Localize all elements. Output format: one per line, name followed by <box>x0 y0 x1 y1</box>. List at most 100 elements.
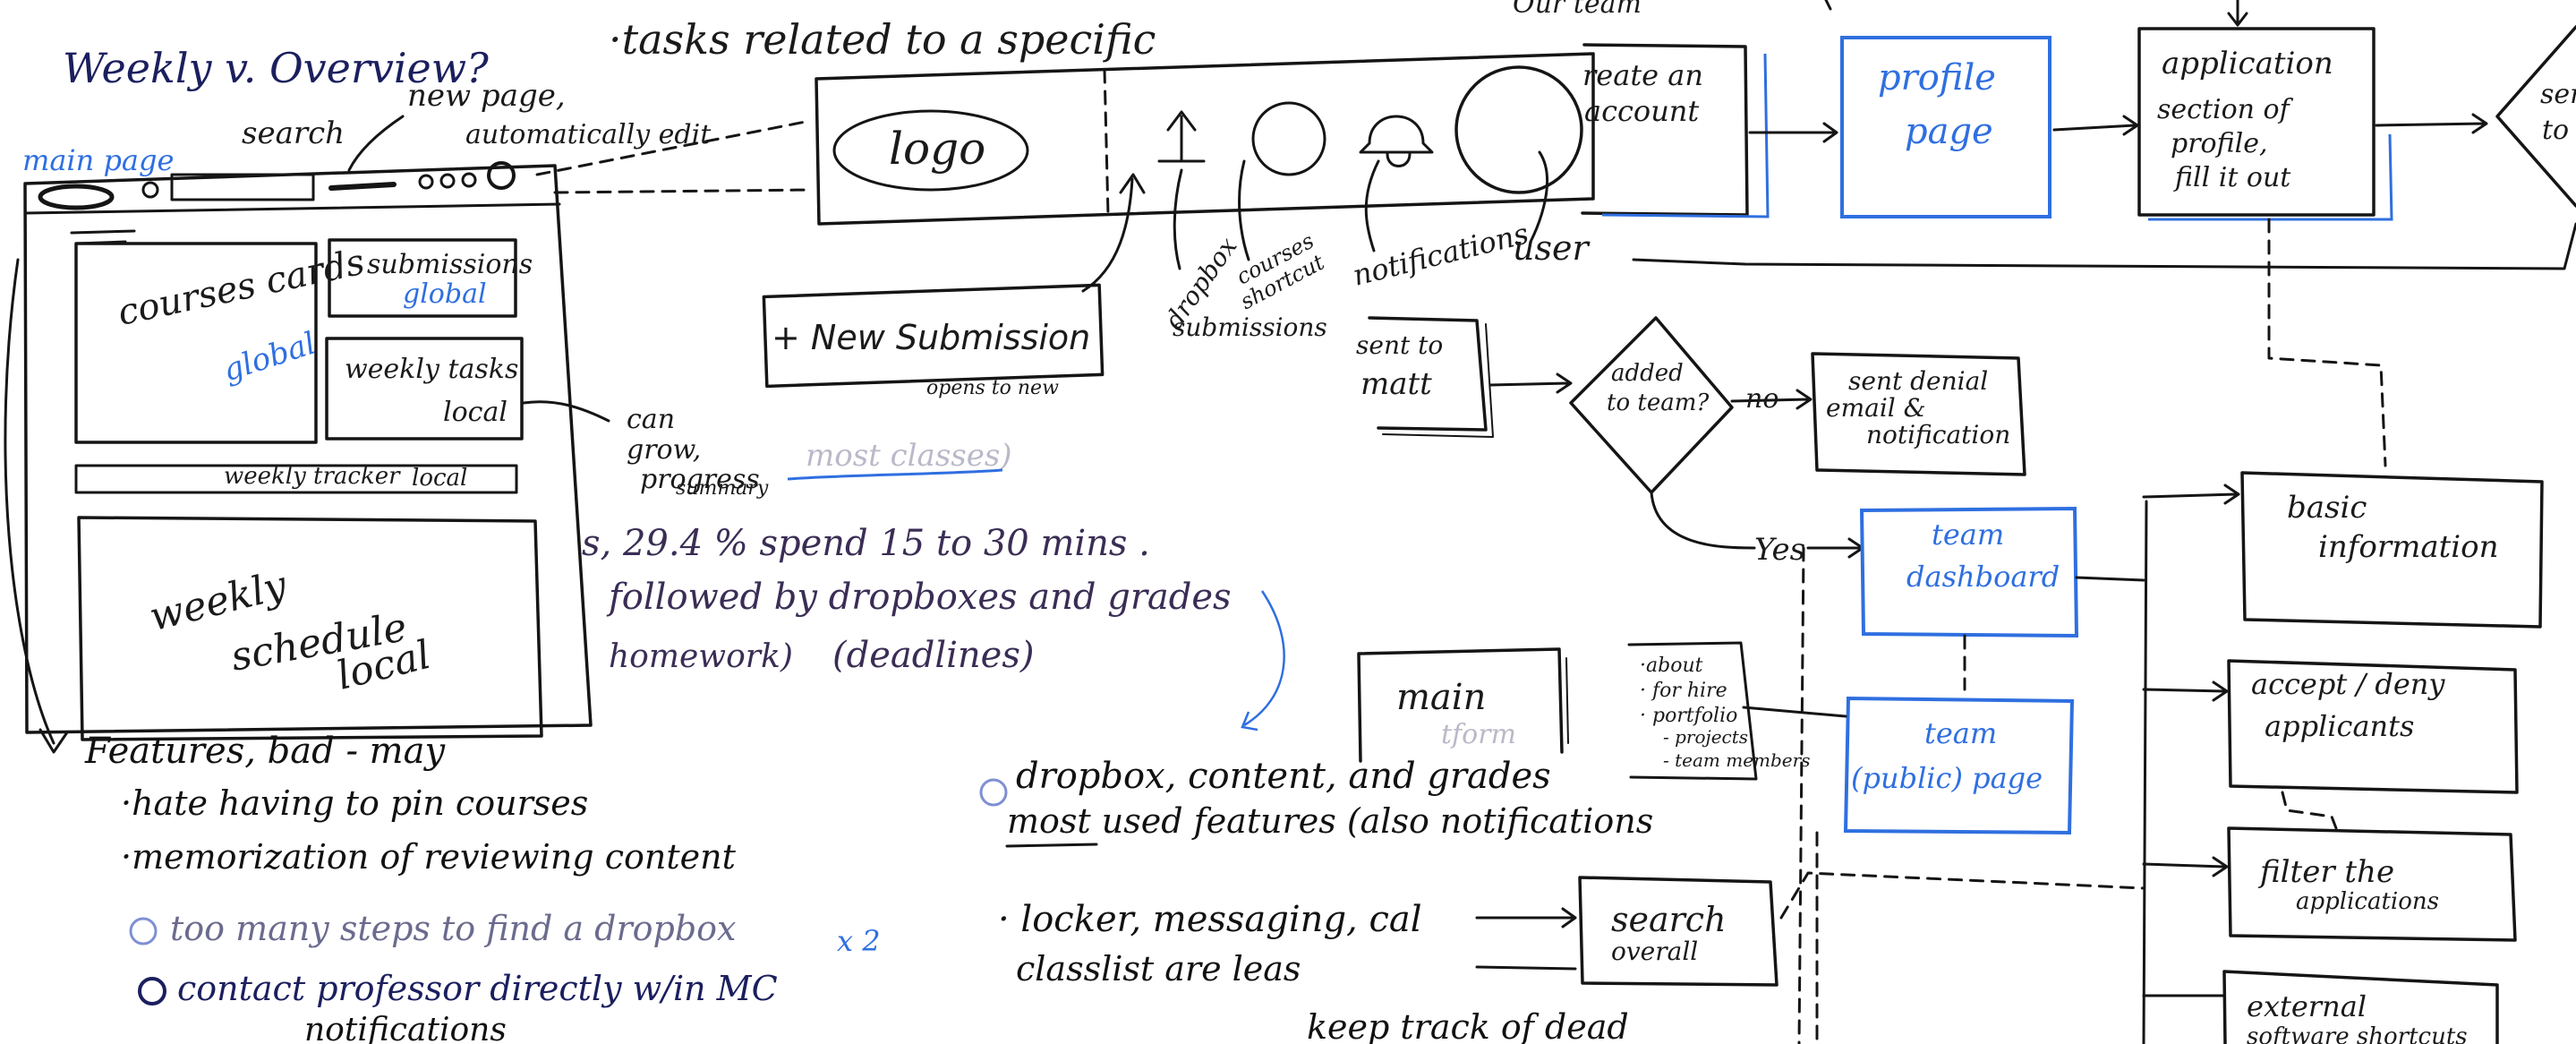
header-zoom-dash-top <box>535 119 812 176</box>
team-dashboard-line-1: team <box>1932 518 2004 552</box>
create-account-line-1: reate an <box>1582 58 1703 92</box>
weekly-tasks-local-label: local <box>443 397 508 428</box>
sent-denial-line-2: email & <box>1826 393 1926 423</box>
added-to-team-line-2: to team? <box>1607 389 1710 416</box>
arrow-into-search-2 <box>1475 965 1577 971</box>
partial-our-team: Our team <box>1513 0 1642 20</box>
curved-blue-arrow <box>1241 590 1285 732</box>
classlist-line: classlist are leas <box>1016 949 1301 988</box>
basic-info-line-2: information <box>2318 529 2499 565</box>
weekly-tracker-local-label: local <box>412 465 467 492</box>
stat-line: s, 29.4 % spend 15 to 30 mins . <box>582 523 1150 564</box>
external-software-box <box>2222 970 2499 1044</box>
sent-to-label: sent to <box>1356 330 1443 360</box>
profile-page-line-1: profile <box>1878 57 1996 98</box>
header-sketch-frame <box>815 52 1595 226</box>
logo-label: logo <box>889 123 985 175</box>
arrow-top-mid <box>1824 0 1832 11</box>
new-page-note-2: automatically edit <box>465 119 712 150</box>
spine-to-accept <box>2142 680 2229 702</box>
header-zoom-dash-bottom <box>553 188 812 194</box>
about-item-5: - team members <box>1663 749 1810 771</box>
about-item-1: ·about <box>1640 655 1703 677</box>
opens-to-new-label: opens to new <box>926 377 1059 399</box>
create-account-box <box>1581 43 1749 217</box>
profile-page-box <box>1840 36 2051 218</box>
weekly-tracker-label: weekly tracker <box>224 463 401 490</box>
sent-denial-line-3: notification <box>1866 420 2010 449</box>
bullet-circle-dropbox <box>979 778 1008 807</box>
search-overall-box <box>1578 876 1778 987</box>
dashboard-to-spine <box>2075 576 2145 582</box>
arrow-no <box>1730 389 1813 410</box>
dropbox-content-grades: dropbox, content, and grades <box>1016 756 1551 797</box>
courses-global-label: global <box>218 325 320 389</box>
right-spine <box>2142 500 2148 1044</box>
team-public-box <box>1843 696 2075 835</box>
return-loop <box>1632 222 2576 270</box>
submissions-caption: submissions <box>1173 312 1327 342</box>
new-submission-label: + New Submission <box>772 318 1090 357</box>
locker-line: · locker, messaging, cal <box>998 899 1422 940</box>
feature-bullet-2: ·memorization of reviewing content <box>121 837 737 877</box>
homework-line: homework) <box>609 638 793 675</box>
feature-bullet-3: too many steps to find a dropbox <box>170 909 737 948</box>
filter-apps-line-2: applications <box>2296 888 2439 915</box>
search-label: search <box>242 116 345 151</box>
arrow-account-profile <box>1748 122 1838 143</box>
can-grow-note-3: progress <box>640 464 760 495</box>
top-left-title: Weekly v. Overview? <box>63 44 489 92</box>
arrow-into-search <box>1475 907 1577 928</box>
accept-deny-line-1: accept / deny <box>2251 667 2445 701</box>
features-heading: Features, bad - may <box>84 731 446 772</box>
team-public-line-1: team <box>1924 716 1997 750</box>
keep-track-line: keep track of dead <box>1307 1007 1629 1044</box>
bullet-circle-3 <box>129 917 158 946</box>
feature-bullet-1: ·hate having to pin courses <box>121 783 588 823</box>
accept-deny-line-2: applicants <box>2265 709 2414 743</box>
added-to-team-line-1: added <box>1611 360 1684 387</box>
application-detail-3: fill it out <box>2173 162 2291 193</box>
application-detail-2: profile, <box>2171 128 2268 159</box>
most-underline <box>1005 843 1098 848</box>
team-dashboard-box <box>1859 506 2079 638</box>
main-page-label: main page <box>22 143 174 177</box>
can-grow-note-1: can <box>627 404 675 435</box>
basic-information-box <box>2240 471 2544 629</box>
can-grow-note-4: summary <box>676 477 769 500</box>
sent-denial-line-1: sent denial <box>1848 366 1988 396</box>
arrow-application-right <box>2375 113 2488 134</box>
sketch-pointers <box>1173 150 1548 270</box>
filter-apps-line-1: filter the <box>2257 854 2394 890</box>
external-software-line-2: software shortcuts <box>2247 1023 2468 1044</box>
dash-vertical-left <box>1797 546 1805 1044</box>
most-used-features: most used features (also notifications <box>1007 801 1653 841</box>
yes-label: Yes <box>1754 532 1805 568</box>
tasks-heading: ·tasks related to a specific <box>609 15 1156 64</box>
spine-to-basic <box>2142 483 2240 505</box>
new-page-arrow <box>347 115 405 172</box>
about-item-3: · portfolio <box>1640 705 1737 727</box>
arrow-profile-application <box>2052 115 2139 136</box>
filter-apps-box <box>2227 826 2517 942</box>
weekly-tasks-label: weekly tasks <box>345 354 518 385</box>
arrow-into-application <box>2227 0 2248 27</box>
dash-horizontal-bottom <box>1779 871 2145 920</box>
team-dashboard-line-2: dashboard <box>1906 560 2060 594</box>
basic-info-line-1: basic <box>2287 490 2367 526</box>
application-title: application <box>2162 46 2333 81</box>
partial-to-label: to <box>2542 115 2569 146</box>
team-public-line-2: (public) page <box>1851 761 2043 795</box>
feature-bullet-5: notifications <box>304 1012 507 1044</box>
courses-cards-label: courses cards <box>115 242 369 334</box>
x2-note: x 2 <box>837 924 881 958</box>
submissions-global-label: global <box>403 278 487 310</box>
matt-label: matt <box>1361 366 1432 402</box>
search-overall-line-2: overall <box>1611 937 1698 966</box>
application-box <box>2137 27 2376 217</box>
dash-accept-filter <box>2281 791 2338 830</box>
followed-by-line: followed by dropboxes and grades <box>606 577 1232 618</box>
about-to-public <box>1742 706 1847 718</box>
profile-page-line-2: page <box>1905 111 1993 152</box>
